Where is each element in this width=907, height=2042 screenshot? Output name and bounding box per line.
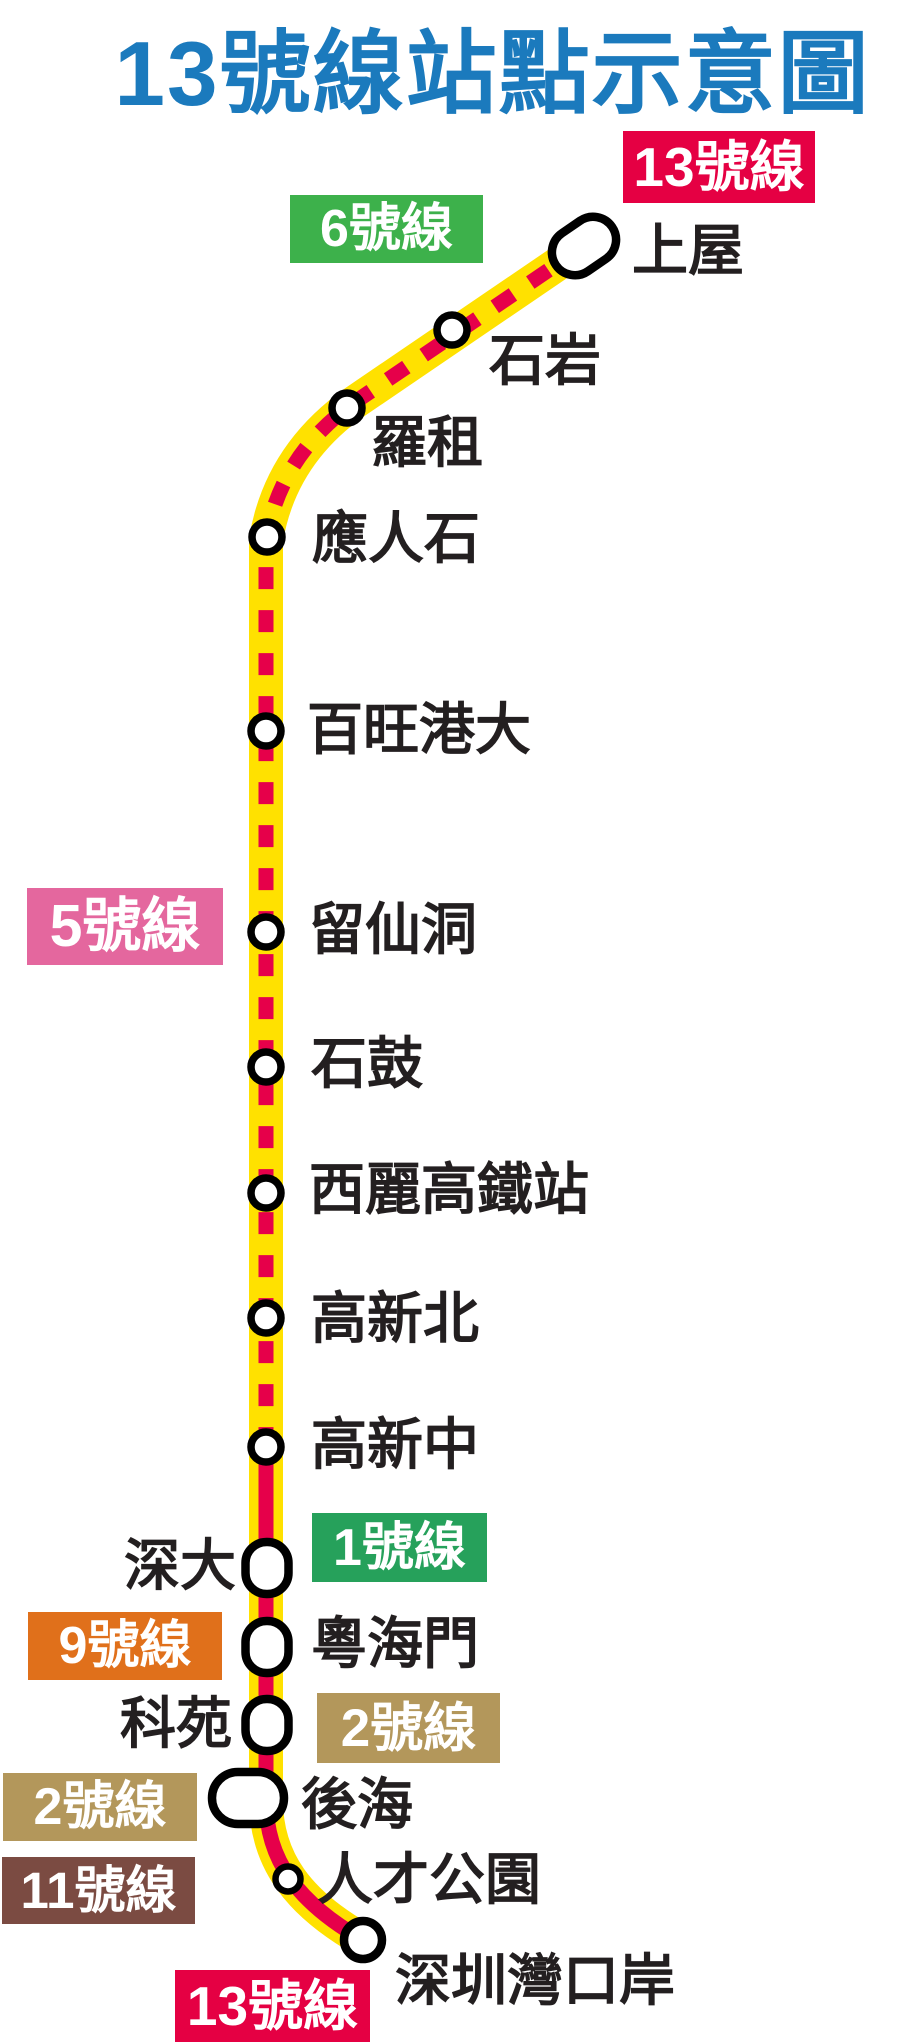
station-label: 西麗高鐵站: [309, 1157, 589, 1221]
station-label: 後海: [301, 1772, 413, 1836]
station-label: 粵海門: [311, 1611, 479, 1675]
station-marker: [272, 1863, 304, 1895]
station-label: 百旺港大: [307, 697, 531, 761]
line-badge: 13號線: [623, 131, 815, 203]
station-label: 石鼓: [311, 1031, 423, 1095]
station-label: 高新中: [311, 1412, 479, 1476]
station-label: 上屋: [632, 218, 744, 282]
line-badge: 6號線: [290, 195, 483, 263]
station-marker: [247, 712, 285, 750]
station-marker: [247, 1048, 285, 1086]
station-label: 高新北: [311, 1286, 479, 1350]
station-marker: [207, 1767, 289, 1829]
station-marker: [247, 1299, 285, 1337]
station-marker: [247, 1428, 285, 1466]
line-badge: 13號線: [175, 1970, 370, 2042]
station-marker: [339, 1916, 387, 1964]
station-marker: [433, 311, 471, 349]
line-badge: 9號線: [28, 1612, 222, 1680]
line-badge: 11號線: [2, 1857, 195, 1924]
station-label: 深大: [124, 1533, 236, 1597]
station-label: 科苑: [120, 1691, 232, 1755]
station-label: 人才公園: [317, 1847, 541, 1911]
station-marker: [241, 1537, 293, 1599]
station-label: 羅租: [371, 410, 483, 474]
station-label: 深圳灣口岸: [395, 1948, 675, 2012]
station-marker: [247, 913, 285, 951]
station-marker: [547, 212, 621, 280]
station-marker: [247, 1174, 285, 1212]
line-badge: 2號線: [317, 1693, 500, 1763]
line-badge: 1號線: [312, 1513, 487, 1582]
station-label: 應人石: [312, 506, 480, 570]
line-badge: 2號線: [3, 1773, 197, 1841]
station-label: 留仙洞: [309, 897, 477, 961]
station-marker: [241, 1616, 293, 1678]
station-marker: [328, 389, 366, 427]
line-badge: 5號線: [27, 888, 223, 965]
station-marker: [241, 1694, 293, 1756]
station-marker: [248, 518, 286, 556]
station-label: 石岩: [489, 328, 601, 392]
